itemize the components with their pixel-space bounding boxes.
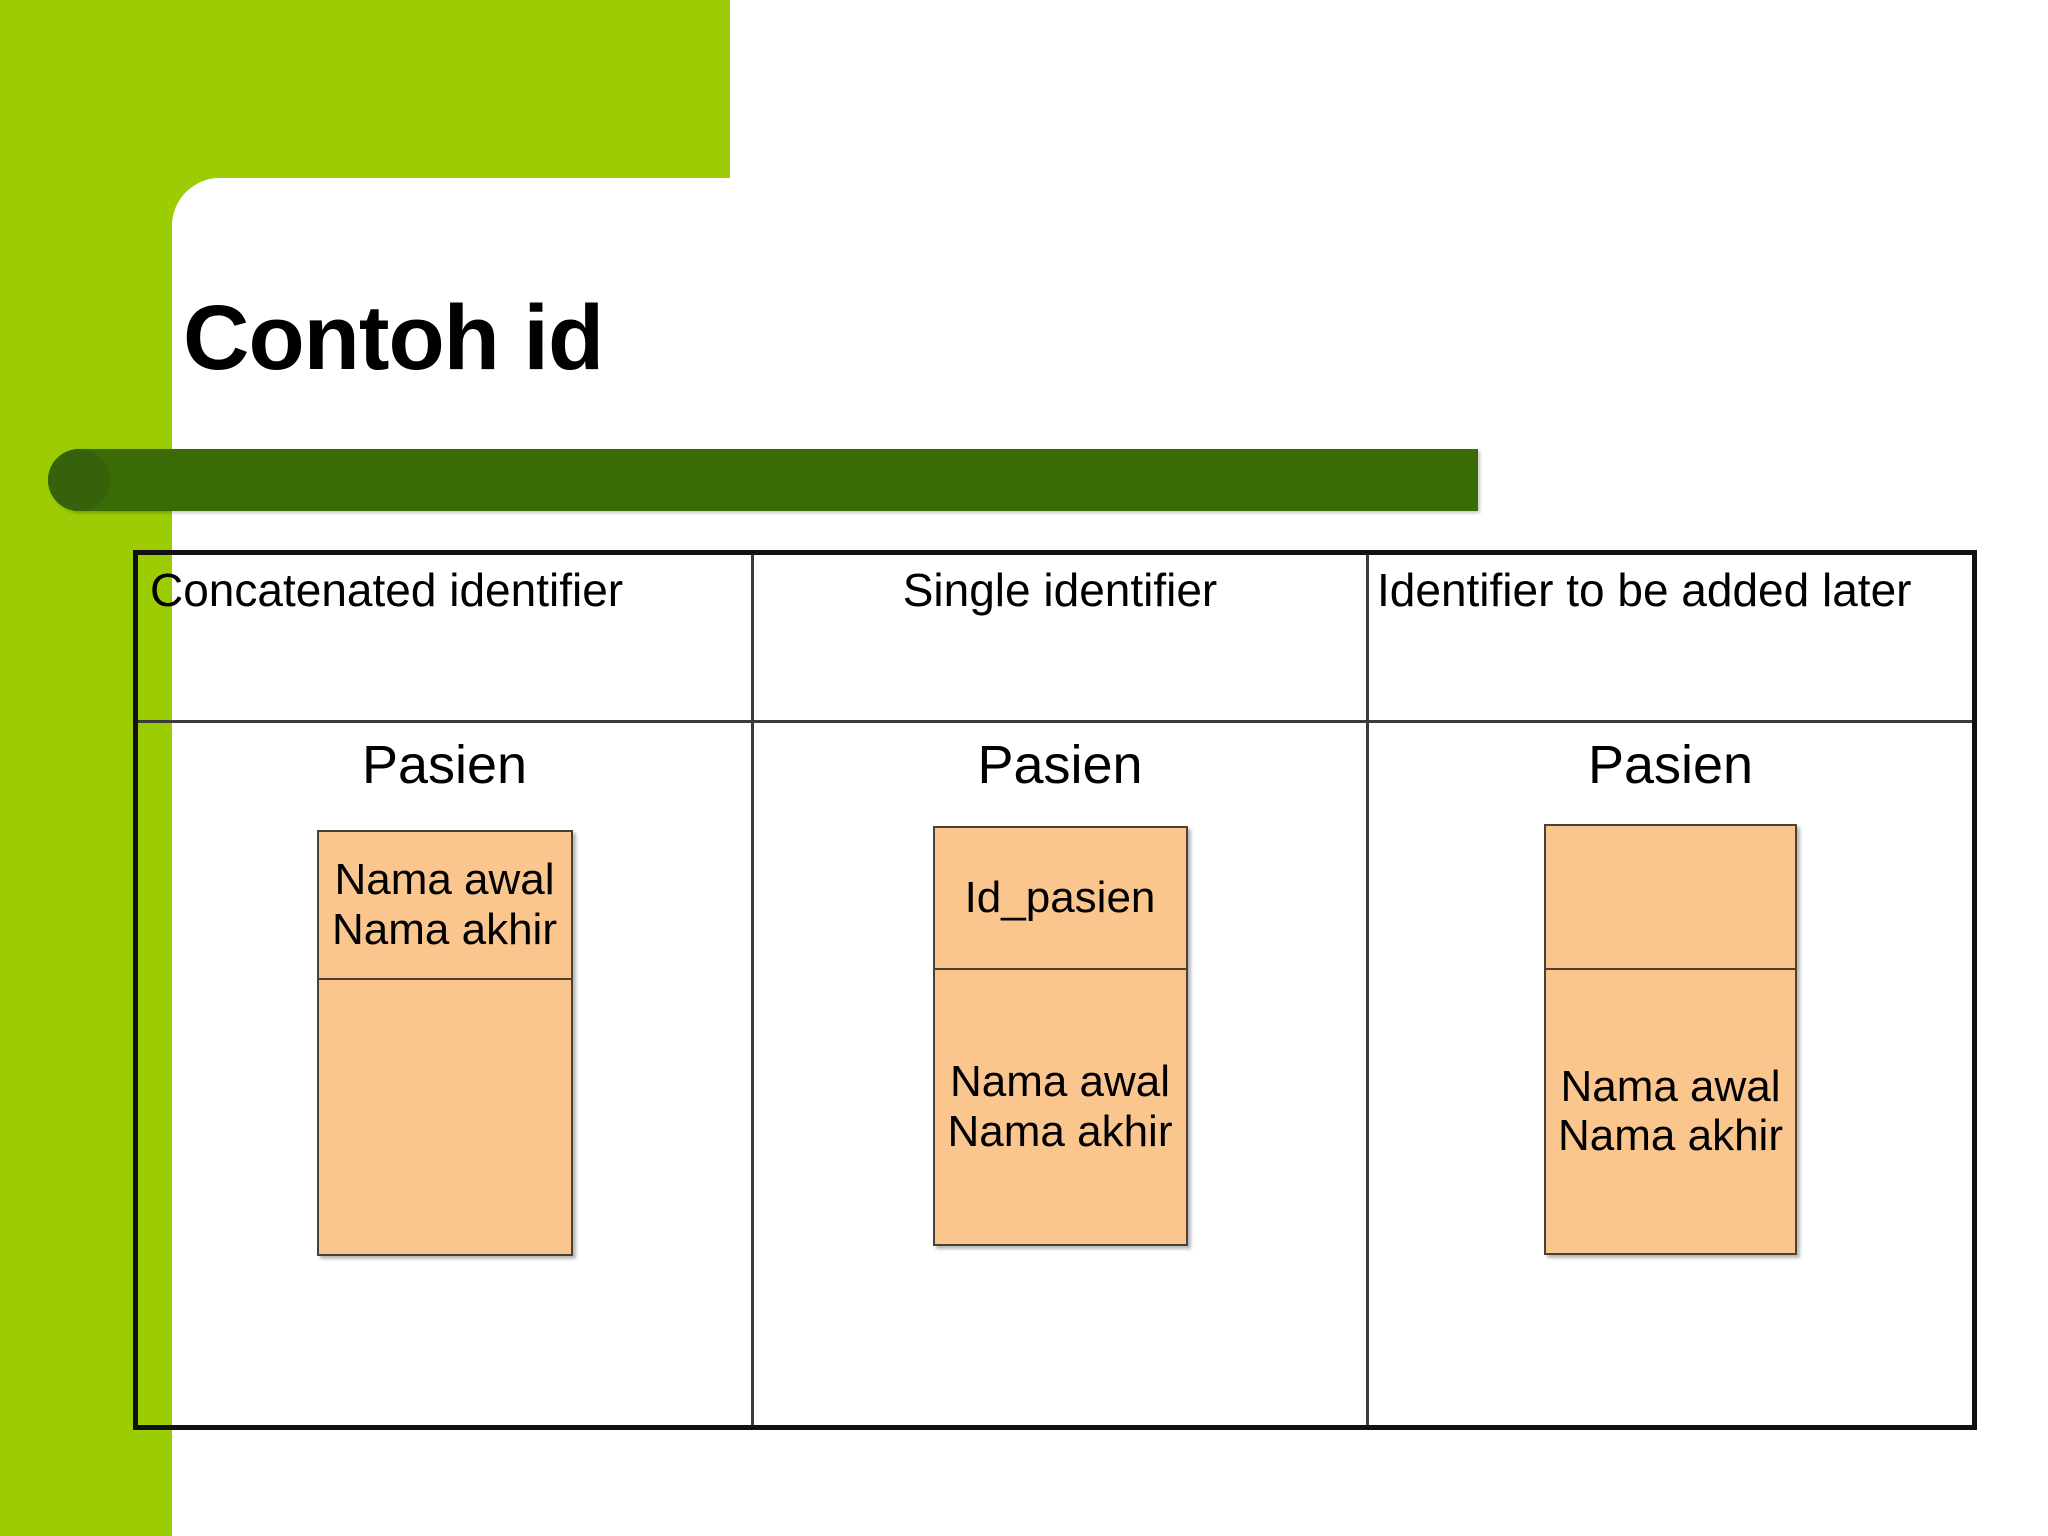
- identifier-comparison-table: Concatenated identifier Single identifie…: [133, 550, 1977, 1430]
- top-green-block: [0, 0, 730, 178]
- entity-label-pasien-3: Pasien: [1587, 735, 1754, 795]
- page-title: Contoh id: [183, 287, 604, 389]
- table-cell-concatenated-identifier: Pasien Nama awal Nama akhir: [138, 723, 751, 1425]
- entity-attribute-body-2: Nama awal Nama akhir: [947, 1057, 1173, 1156]
- left-green-rail: [0, 0, 172, 1536]
- entity-box-later: Nama awal Nama akhir: [1544, 823, 1797, 1255]
- entity-attribute-identifier-2: Id_pasien: [934, 828, 1186, 970]
- entity-label-pasien-2: Pasien: [977, 735, 1143, 795]
- table-body-row: Pasien Nama awal Nama akhir Pasien Id_pa…: [138, 723, 1972, 1425]
- entity-box-concatenated: Nama awal Nama akhir: [316, 829, 573, 1256]
- table-header-row: Concatenated identifier Single identifie…: [138, 555, 1972, 723]
- title-underline-bar: [48, 449, 1478, 511]
- table-header-concatenated-identifier: Concatenated identifier: [150, 564, 624, 616]
- entity-attribute-identifier-1: Nama awal Nama akhir: [318, 832, 571, 980]
- entity-attribute-body-1: [319, 980, 571, 1254]
- table-header-identifier-added-later: Identifier to be added later: [1366, 555, 1972, 720]
- entity-attribute-identifier-3: [1546, 826, 1795, 970]
- table-cell-identifier-added-later: Pasien Nama awal Nama akhir: [1366, 723, 1972, 1425]
- entity-box-single: Id_pasien Nama awal Nama akhir: [932, 825, 1188, 1246]
- table-header-single-identifier: Single identifier: [751, 555, 1366, 720]
- title-bar-round-cap: [48, 449, 110, 511]
- entity-label-pasien-1: Pasien: [361, 735, 528, 795]
- entity-attribute-body-3: Nama awal Nama akhir: [1558, 1061, 1783, 1161]
- table-cell-single-identifier: Pasien Id_pasien Nama awal Nama akhir: [751, 723, 1366, 1425]
